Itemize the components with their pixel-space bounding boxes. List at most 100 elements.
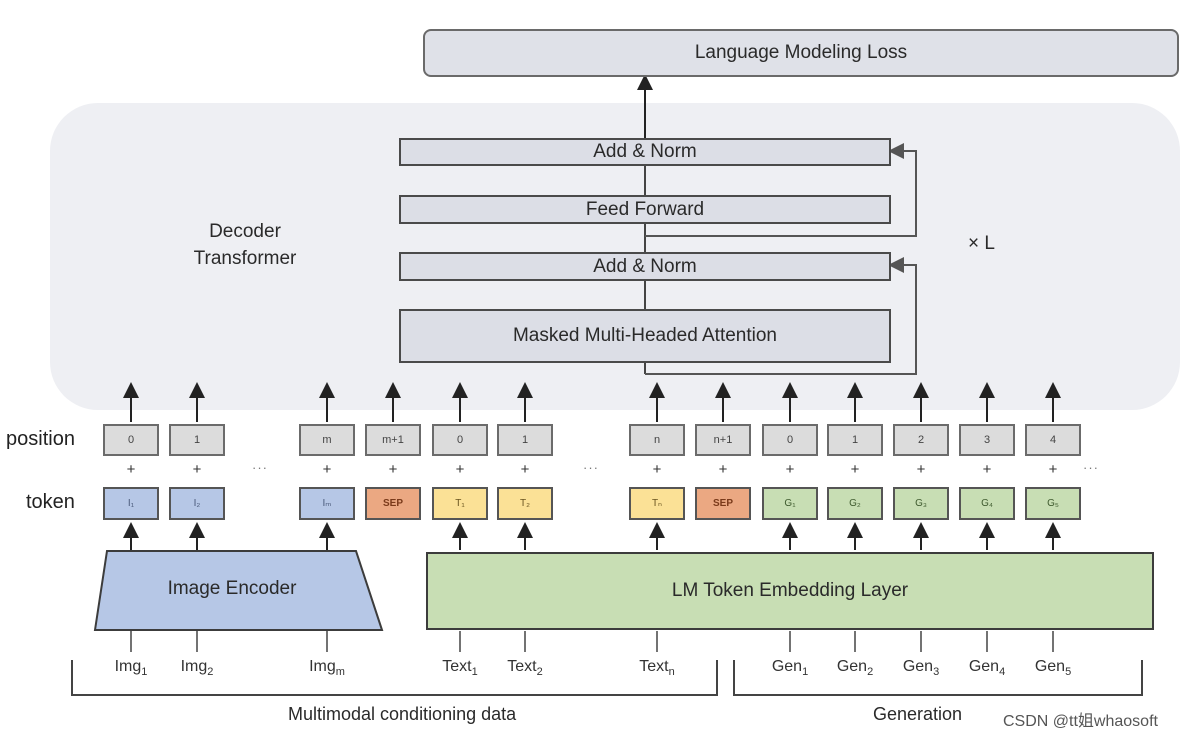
input-label: Text1 xyxy=(442,658,477,678)
feed-forward-label: Feed Forward xyxy=(585,198,705,220)
input-label-base: Img xyxy=(114,658,142,675)
position-box: 3 xyxy=(959,424,1015,456)
input-label-base: Gen xyxy=(836,658,868,675)
input-label: Gen4 xyxy=(969,658,1005,678)
input-label-base: Text xyxy=(507,658,537,675)
conditioning-label: Multimodal conditioning data xyxy=(288,704,517,724)
lm-token-embedding-block: LM Token Embedding Layer xyxy=(426,552,1154,630)
loss-label: Language Modeling Loss xyxy=(694,42,908,63)
token-box-img: I₂ xyxy=(169,487,225,520)
input-label-subscript: 1 xyxy=(141,666,148,679)
input-label-subscript: 5 xyxy=(1065,666,1072,679)
position-box: 0 xyxy=(432,424,488,456)
input-label-subscript: 1 xyxy=(802,666,809,679)
plus-sign: + xyxy=(1048,461,1058,478)
ellipsis-gen: ··· xyxy=(1083,460,1099,475)
generation-bracket xyxy=(733,660,1143,696)
plus-sign: + xyxy=(520,461,530,478)
input-label-base: Text xyxy=(639,658,669,675)
decoder-title-line1: Decoder xyxy=(209,221,281,242)
plus-sign: + xyxy=(785,461,795,478)
plus-sign: + xyxy=(192,461,202,478)
input-label: Gen2 xyxy=(837,658,873,678)
plus-sign: + xyxy=(718,461,728,478)
plus-sign: + xyxy=(455,461,465,478)
language-modeling-loss-block: Language Modeling Loss xyxy=(423,29,1179,77)
input-label: Gen3 xyxy=(903,658,939,678)
masked-attention-block: Masked Multi-Headed Attention xyxy=(399,309,891,363)
decoder-title: Decoder Transformer xyxy=(150,218,340,272)
token-box-gen: G₂ xyxy=(827,487,883,520)
feed-forward-block: Feed Forward xyxy=(399,195,891,224)
position-box: 4 xyxy=(1025,424,1081,456)
generation-label: Generation xyxy=(873,704,963,724)
decoder-title-line2: Transformer xyxy=(193,248,297,269)
residual-loop-lower xyxy=(645,257,917,375)
input-label-subscript: 3 xyxy=(933,666,940,679)
token-box-gen: G₁ xyxy=(762,487,818,520)
position-box: n xyxy=(629,424,685,456)
add-norm-upper-block: Add & Norm xyxy=(399,138,891,166)
position-box: m xyxy=(299,424,355,456)
plus-sign: + xyxy=(126,461,136,478)
plus-sign: + xyxy=(322,461,332,478)
input-label-subscript: 1 xyxy=(471,666,478,679)
token-box-gen: G₄ xyxy=(959,487,1015,520)
input-label-base: Gen xyxy=(771,658,803,675)
input-label-base: Img xyxy=(180,658,208,675)
input-label: Gen5 xyxy=(1035,658,1071,678)
token-box-img: I₁ xyxy=(103,487,159,520)
input-label-subscript: 2 xyxy=(207,666,214,679)
position-box: 1 xyxy=(169,424,225,456)
image-encoder-label: Image Encoder xyxy=(167,578,297,599)
position-box: m+1 xyxy=(365,424,421,456)
conditioning-bracket xyxy=(71,660,718,696)
lm-embedding-label: LM Token Embedding Layer xyxy=(671,580,909,601)
input-label-base: Gen xyxy=(902,658,934,675)
input-label-subscript: n xyxy=(668,666,675,679)
position-box: n+1 xyxy=(695,424,751,456)
add-norm-upper-label: Add & Norm xyxy=(593,141,697,162)
input-label: Img2 xyxy=(181,658,214,678)
input-label-base: Gen xyxy=(968,658,1000,675)
input-label: Img1 xyxy=(115,658,148,678)
input-label-base: Img xyxy=(309,658,336,675)
position-box: 2 xyxy=(893,424,949,456)
input-label: Text2 xyxy=(507,658,542,678)
position-box: 0 xyxy=(103,424,159,456)
input-label-subscript: 2 xyxy=(867,666,874,679)
token-row-label: token xyxy=(26,491,75,513)
token-box-img: Iₘ xyxy=(299,487,355,520)
add-norm-lower-label: Add & Norm xyxy=(593,255,697,277)
input-label: Gen1 xyxy=(772,658,808,678)
residual-loop-upper xyxy=(645,143,917,237)
token-box-sep: SEP xyxy=(365,487,421,520)
token-box-text: Tₙ xyxy=(629,487,685,520)
input-label: Imgm xyxy=(309,658,345,678)
add-norm-lower-block: Add & Norm xyxy=(399,252,891,281)
input-label-subscript: 2 xyxy=(536,666,543,679)
token-box-gen: G₃ xyxy=(893,487,949,520)
input-label: Textn xyxy=(639,658,674,678)
ellipsis-text: ··· xyxy=(583,460,599,475)
input-label-base: Gen xyxy=(1034,658,1066,675)
masked-attention-label: Masked Multi-Headed Attention xyxy=(512,325,778,346)
position-box: 0 xyxy=(762,424,818,456)
position-row-label: position xyxy=(6,428,75,450)
plus-sign: + xyxy=(850,461,860,478)
token-box-gen: G₅ xyxy=(1025,487,1081,520)
plus-sign: + xyxy=(388,461,398,478)
plus-sign: + xyxy=(916,461,926,478)
input-label-subscript: m xyxy=(335,666,345,679)
token-box-text: T₂ xyxy=(497,487,553,520)
plus-sign: + xyxy=(652,461,662,478)
input-label-subscript: 4 xyxy=(999,666,1006,679)
repeat-label: × L xyxy=(968,233,995,254)
plus-sign: + xyxy=(982,461,992,478)
input-label-base: Text xyxy=(442,658,472,675)
ellipsis-image: ··· xyxy=(252,460,268,475)
token-box-text: T₁ xyxy=(432,487,488,520)
watermark: CSDN @tt姐whaosoft xyxy=(1003,713,1158,730)
